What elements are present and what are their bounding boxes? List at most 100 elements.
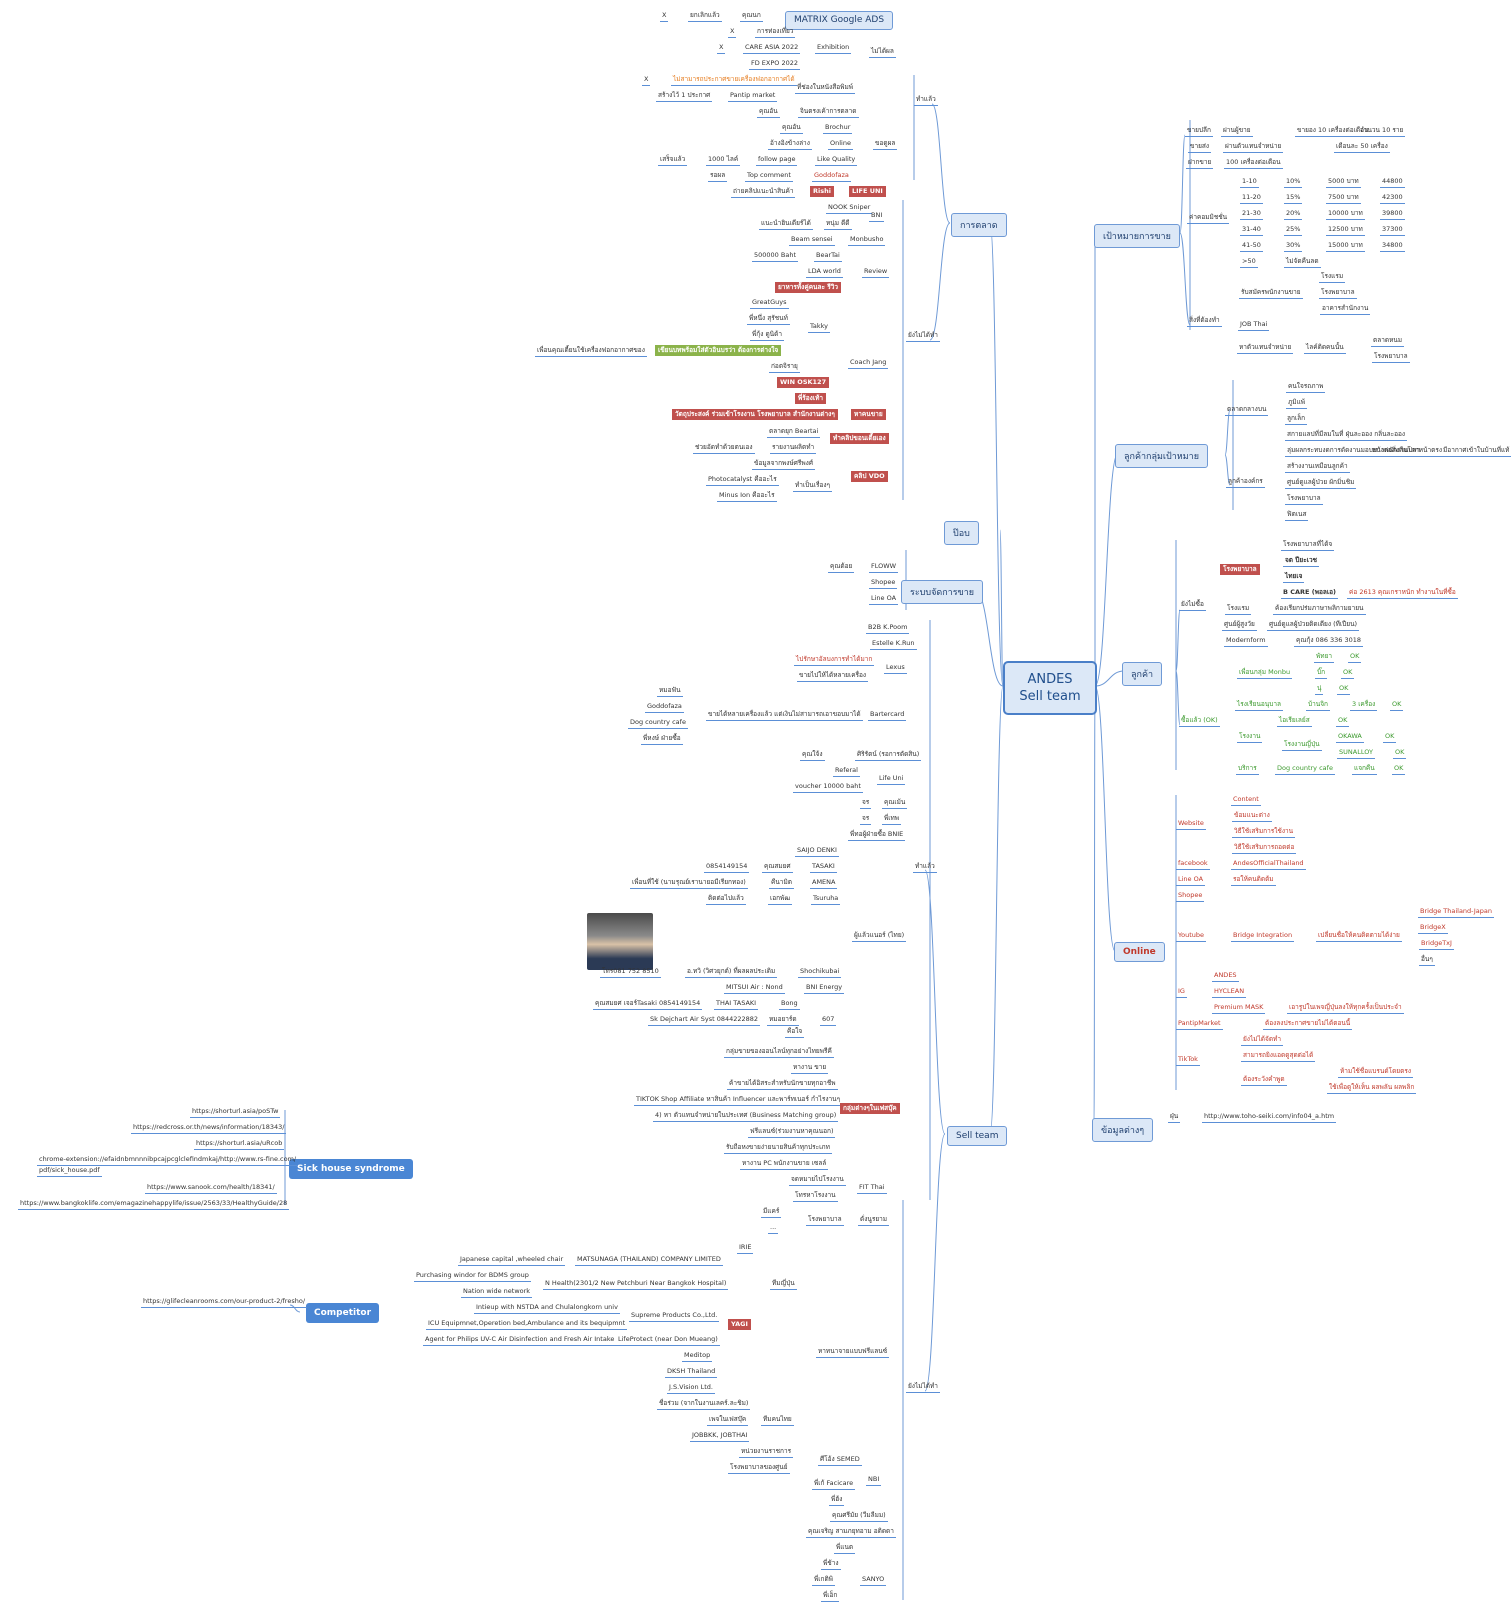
node-st88[interactable]: พี่ฮ้ง (829, 1495, 845, 1506)
node-o8[interactable]: Line OA (1176, 875, 1206, 886)
node-st39[interactable]: THAI TASAKI (714, 999, 759, 1010)
node-c36[interactable]: แจกคืน (1352, 764, 1377, 775)
node-t12[interactable]: โรงแรม (1319, 272, 1346, 283)
node-t6[interactable]: ผ่านตัวแทนจำหน่าย (1223, 142, 1284, 153)
node-tc2[interactable]: คนใจรถภาพ (1286, 382, 1326, 393)
node-st13[interactable]: ศิริรัตน์ (รอการตัดสิน) (855, 750, 922, 761)
node-st81[interactable]: ทีมคนไทย (761, 1415, 794, 1426)
node-o14[interactable]: Bridge Thailand-Japan (1418, 907, 1495, 918)
node-m31[interactable]: Goddofaza (812, 171, 851, 182)
node-st2[interactable]: Estelle K.Run (870, 639, 917, 650)
node-c4[interactable]: ไทยเจ (1283, 572, 1305, 583)
node-st24[interactable]: คุณสมยศ (762, 862, 793, 873)
node-st68[interactable]: Intieup with NSTDA and Chulalongkorn uni… (474, 1303, 620, 1314)
node-t2[interactable]: ผ่านผู้ขาย (1221, 126, 1253, 137)
node-m32[interactable]: ถ่ายคลิปแนะนำสินค้า (731, 187, 796, 198)
node-tc3[interactable]: ภูมิแพ้ (1286, 398, 1308, 409)
node-o5[interactable]: วิธีใช้เสริมการถอดต่อ (1232, 843, 1297, 854)
node-st66[interactable]: N Health(2301/2 New Petchburi Near Bangk… (543, 1279, 729, 1290)
node-st51[interactable]: ฟรีแลนซ์(ร่วมงานหาคุณนอก) (748, 1127, 836, 1138)
node-c34[interactable]: บริการ (1236, 764, 1259, 775)
node-st71[interactable]: Agent for Philips UV-C Air Disinfection … (423, 1335, 617, 1346)
node-sh7[interactable]: https://www.bangkoklife.com/emagazinehap… (18, 1199, 290, 1210)
node-st27[interactable]: คืนามิต (769, 878, 794, 889)
node-t18[interactable]: ไลค์ติดคนนั้น (1304, 343, 1346, 354)
node-st86[interactable]: NBI (866, 1475, 882, 1486)
node-st25[interactable]: TASAKI (810, 862, 837, 873)
node-m67[interactable]: ยังไม่ได้ทำ (906, 331, 940, 342)
node-tc4[interactable]: ลูกเล็ก (1285, 414, 1308, 425)
node-c23[interactable]: บ้านจิก (1306, 700, 1330, 711)
node-st16[interactable]: voucher 10000 baht (793, 782, 863, 793)
node-o16[interactable]: BridgeTxJ (1419, 939, 1454, 950)
node-st79[interactable]: ชื่อร่วม (จากในงานเลคร์.ละชิม) (657, 1399, 751, 1410)
node-m22[interactable]: อ้างอิงข้างล่าง (768, 139, 812, 150)
node-st29[interactable]: ติดต่อไปแล้ว (706, 894, 746, 905)
node-s2[interactable]: FLOWW (869, 562, 899, 573)
node-st48[interactable]: ค้าขายได้อิสระสำหรับนักขายทุกอาชีพ (727, 1079, 838, 1090)
node-st7[interactable]: Goddofaza (645, 702, 684, 713)
node-st36[interactable]: MITSUI Air : Nond (724, 983, 785, 994)
node-m1[interactable]: X (660, 11, 669, 22)
node-s4[interactable]: Line OA (869, 594, 899, 605)
node-m2[interactable]: ยกเลิกแล้ว (688, 11, 722, 22)
node-m48[interactable]: พี่กุ้ง ดูนิด้า (750, 330, 784, 341)
node-c14[interactable]: เพื่อนกลุ่ม Monbu (1237, 668, 1293, 679)
node-st76[interactable]: J.S.Vision Ltd. (667, 1383, 716, 1394)
node-m3[interactable]: คุณนก (740, 11, 763, 22)
node-m57[interactable]: หาคนขาย (851, 409, 886, 420)
node-st69[interactable]: Supreme Products Co.,Ltd. (629, 1311, 720, 1322)
node-m59[interactable]: ทำคลิปขอนเตี้ยเอง (830, 433, 889, 444)
node-c30[interactable]: OKAWA (1336, 732, 1364, 743)
node-c29[interactable]: โรงงานญี่ปุ่น (1282, 740, 1322, 751)
node-st44[interactable]: ทำแล้ว (913, 862, 937, 873)
branch-misc-info[interactable]: ข้อมูลต่างๆ (1092, 1118, 1154, 1142)
node-st73[interactable]: YAGI (728, 1319, 751, 1330)
node-st37[interactable]: BNI Energy (804, 983, 845, 994)
node-o9[interactable]: รอให้คนติดต้ม (1231, 875, 1276, 886)
node-o27[interactable]: สามารถยิงแอดดูสุดต่อได้ (1241, 1051, 1316, 1062)
node-c31[interactable]: OK (1383, 732, 1397, 743)
node-c21[interactable]: ซื้อแล้ว (OK) (1179, 716, 1220, 727)
node-st38[interactable]: คุณสมยศ เจอร์Tasaki 0854149154 (593, 999, 703, 1010)
node-t7[interactable]: เดือนละ 50 เครื่อง (1334, 142, 1390, 153)
node-o29[interactable]: ห้ามใช้ชื่อแบรนด์โดยตรง (1338, 1067, 1413, 1078)
node-st63[interactable]: Japanese capital ,wheeled chair (458, 1255, 566, 1266)
node-st20[interactable]: พี่เทพ (882, 814, 902, 825)
node-st23[interactable]: 0854149154 (704, 862, 750, 873)
node-c28[interactable]: โรงงาน (1237, 732, 1263, 743)
node-m38[interactable]: BNI (869, 211, 885, 222)
node-c22[interactable]: ไรงเรียนอนุบาล (1235, 700, 1284, 711)
node-m37[interactable]: หนุ่ม ดีดี (824, 219, 852, 230)
node-st59[interactable]: ... (768, 1223, 779, 1234)
node-m12[interactable]: X (642, 75, 651, 86)
node-t16[interactable]: JOB Thai (1238, 320, 1270, 331)
node-m17[interactable]: ทำแล้ว (914, 95, 938, 106)
node-c25[interactable]: OK (1390, 700, 1404, 711)
node-cp1[interactable]: https://glifecleanrooms.com/our-product-… (141, 1297, 308, 1308)
node-st32[interactable]: ผู้แล้วแนอร์ (ไทย) (852, 931, 907, 942)
node-st96[interactable]: ยังไม่ได้ทำ (906, 1382, 940, 1393)
node-m51[interactable]: เขียนบทพร้อมใส่ตัวอินบรว่า ต้องการต่างใจ (655, 345, 782, 356)
node-st31[interactable]: Tsuruha (811, 894, 841, 905)
root-node[interactable]: ANDES Sell team (1003, 661, 1097, 715)
node-c20[interactable]: OK (1337, 684, 1351, 695)
node-st11[interactable]: Bartercard (868, 710, 907, 721)
node-m11[interactable]: ไม่ได้ผล (869, 47, 896, 58)
node-m16[interactable]: Pantip market (728, 91, 778, 102)
node-m18[interactable]: คุณอัน (757, 107, 780, 118)
branch-competitor[interactable]: Competitor (306, 1303, 380, 1323)
node-m9[interactable]: Exhibition (815, 43, 852, 54)
node-m20[interactable]: คุณอัน (780, 123, 803, 134)
node-m8[interactable]: CARE ASIA 2022 (743, 43, 801, 54)
node-t11[interactable]: รับสมัครพนักงานขาย (1239, 288, 1303, 299)
node-st56[interactable]: โทรหาโรงงาน (793, 1191, 838, 1202)
node-st83[interactable]: หน่วยงานราชการ (739, 1447, 794, 1458)
node-o4[interactable]: วิธีใช้เสริมการใช้งาน (1232, 827, 1296, 838)
node-c19[interactable]: นุ่ (1315, 684, 1324, 695)
node-c1[interactable]: โรงพยาบาลที่ได้จ (1281, 540, 1335, 551)
node-c8[interactable]: โรงแรม (1225, 604, 1252, 615)
node-m65[interactable]: ทำเป็นเรื่องๆ (793, 481, 833, 492)
node-o13[interactable]: เปลี่ยนชื่อให้คนติดตามได้ง่าย (1316, 931, 1402, 942)
node-st78[interactable]: หาทนาจายแบบฟรีแลนซ์ (816, 1347, 890, 1358)
